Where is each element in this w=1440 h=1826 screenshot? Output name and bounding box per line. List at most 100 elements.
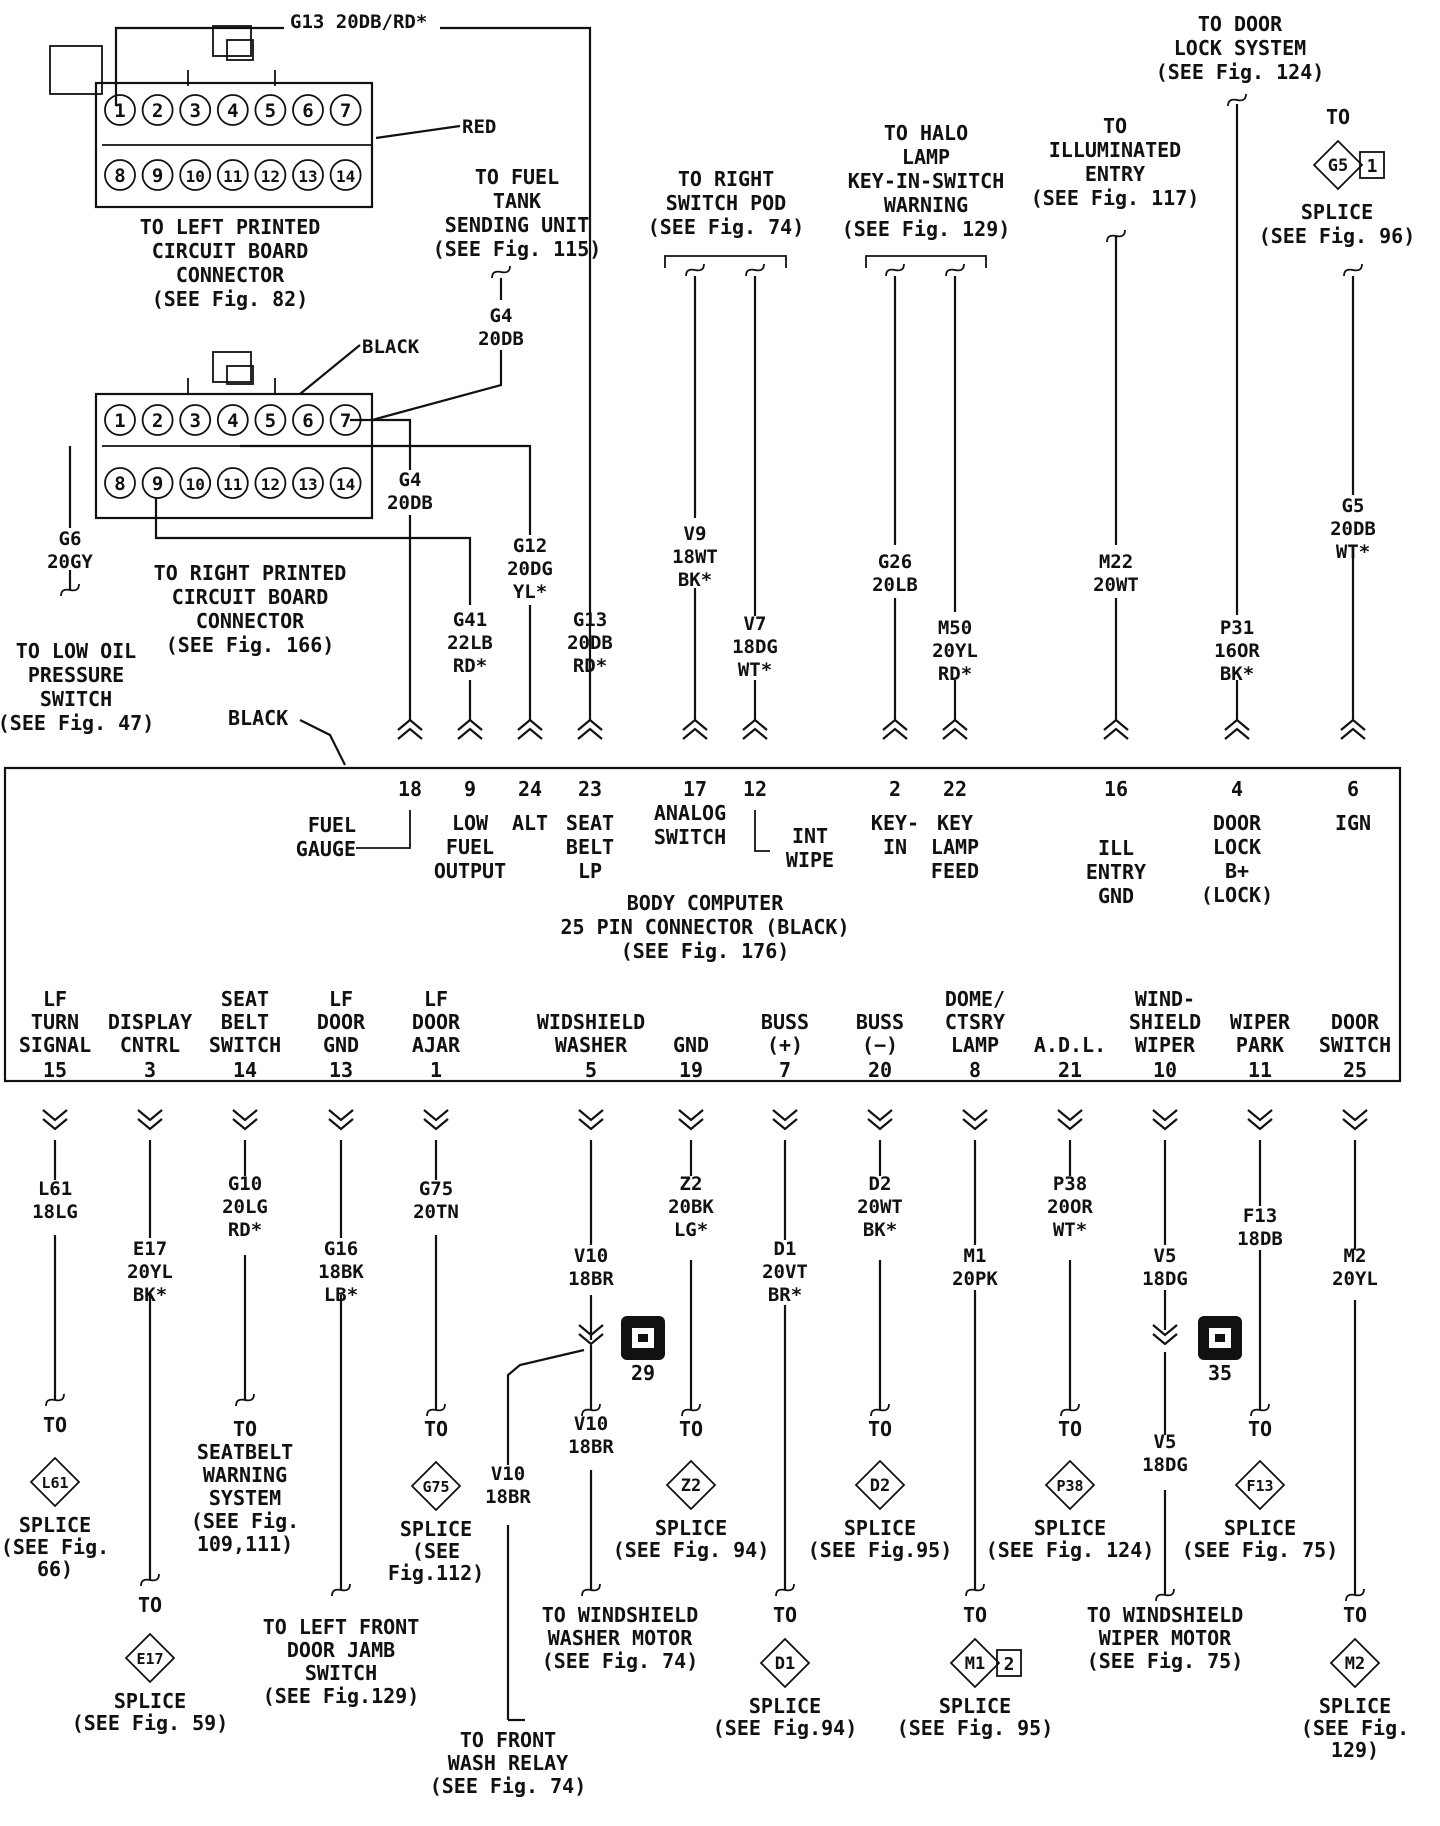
pin-name-25: SWITCH [1319, 1033, 1391, 1057]
bottom-pin-labels: LFTURNSIGNAL15DISPLAYCNTRL3SEATBELTSWITC… [19, 987, 1391, 1082]
red-dest-text: CIRCUIT BOARD [152, 239, 309, 263]
pin-name-9: OUTPUT [434, 859, 506, 883]
callout-doorjamb: DOOR JAMB [287, 1638, 395, 1662]
callout-fuel: SENDING UNIT [445, 213, 590, 237]
wire-label-g12: 20DG [507, 558, 553, 580]
callout-seatbelt: TO [233, 1417, 257, 1441]
pin-name-19: GND [673, 1033, 709, 1057]
wire-label-p38: P38 [1053, 1173, 1087, 1195]
pin-number: 14 [336, 167, 355, 186]
splice-to: TO [773, 1603, 797, 1627]
pin-number: 4 [227, 100, 238, 122]
callout-doorlock: (SEE Fig. 124) [1156, 60, 1325, 84]
splice-text: (SEE Fig.94) [713, 1716, 858, 1740]
pin-number: 2 [152, 410, 163, 432]
callout-washrelay: (SEE Fig. 74) [430, 1774, 587, 1798]
pin-name-16: GND [1098, 884, 1134, 908]
pin-number-12: 12 [743, 777, 767, 801]
splice-tag: E17 [136, 1650, 163, 1668]
wire-label-p31: P31 [1220, 617, 1254, 639]
connector-pin: 4 [216, 94, 249, 126]
pin-number-21: 21 [1058, 1058, 1082, 1082]
connector-pin: 1 [104, 94, 136, 126]
pin-name-5: WIDSHIELD [537, 1010, 645, 1034]
callout-oil: SWITCH [40, 687, 112, 711]
pin-number: 5 [265, 100, 276, 122]
pin-number: 13 [298, 167, 317, 186]
red-label: RED [462, 116, 496, 138]
callout-wipermotor: TO WINDSHIELD [1087, 1603, 1244, 1627]
wire-label-g10: G10 [228, 1173, 262, 1195]
pin-number: 10 [186, 475, 205, 494]
connector-pin: 1 [104, 404, 136, 436]
pin-number: 7 [340, 410, 351, 432]
wire-label-v10c: V10 [491, 1463, 525, 1485]
wire-label-v10b: 18BR [568, 1436, 614, 1458]
pin-name-5: WASHER [555, 1033, 628, 1057]
splice-text: SPLICE [939, 1694, 1011, 1718]
connector-pin: 14 [329, 467, 362, 499]
callout-halo: TO HALO [884, 121, 968, 145]
wire-label-g26: 20LB [872, 574, 918, 596]
top-pin-labels: 18FUELGAUGE9LOWFUELOUTPUT24ALT23SEATBELT… [296, 777, 1371, 908]
pin-number: 3 [189, 100, 200, 122]
wire-label-v10b: V10 [574, 1413, 608, 1435]
splice-text: (SEE Fig. [1301, 1716, 1409, 1740]
wire-label-g16: LB* [324, 1284, 358, 1306]
wire-label-g5: WT* [1336, 541, 1370, 563]
splice-to: TO [1058, 1417, 1082, 1441]
splice-to: TO [963, 1603, 987, 1627]
callout-doorjamb: TO LEFT FRONT [263, 1615, 420, 1639]
pin-number: 8 [114, 165, 125, 187]
wire-label-m22: M22 [1099, 551, 1133, 573]
pin-number-5: 5 [585, 1058, 597, 1082]
splice-text: (SEE Fig. 59) [72, 1711, 229, 1735]
splice-tag: F13 [1246, 1477, 1273, 1495]
wire-label-g75: G75 [419, 1178, 453, 1200]
connector-pin: 12 [254, 467, 287, 499]
wire-label-m50: 20YL [932, 640, 978, 662]
pin-name-2: KEY- [871, 811, 919, 835]
wire-label-z2: Z2 [680, 1173, 703, 1195]
pin-number-7: 7 [779, 1058, 791, 1082]
ground-number: 29 [631, 1361, 655, 1385]
red-dest-text: (SEE Fig. 82) [152, 287, 309, 311]
pin-name-11: PARK [1236, 1033, 1284, 1057]
pin-number: 12 [261, 167, 280, 186]
splice-tag: G5 [1328, 156, 1348, 176]
body-computer-title-line: 25 PIN CONNECTOR (BLACK) [561, 915, 850, 939]
connector-pin: 4 [216, 404, 249, 436]
wire-label-v5a: V5 [1154, 1245, 1177, 1267]
wire-label-d1: 20VT [762, 1261, 808, 1283]
callout-washmotor: TO WINDSHIELD [542, 1603, 699, 1627]
pin-name-1: AJAR [412, 1033, 461, 1057]
pin-number: 9 [152, 165, 163, 187]
callout-illum: TO [1103, 114, 1127, 138]
pin-name-6: IGN [1335, 811, 1371, 835]
pin-name-4: (LOCK) [1201, 883, 1273, 907]
wire-label-v9: BK* [678, 569, 712, 591]
callout-seatbelt: SEATBELT [197, 1440, 293, 1464]
pin-name-7: (+) [767, 1033, 803, 1057]
pin-number: 10 [186, 167, 205, 186]
splice-text: (SEE Fig.95) [808, 1538, 953, 1562]
wires [53, 26, 1357, 1722]
splice-tag: L61 [41, 1474, 68, 1492]
pin-name-23: SEAT [566, 811, 614, 835]
pin-number-1: 1 [430, 1058, 442, 1082]
wire-label-m50: RD* [938, 663, 972, 685]
red-wire-label: G13 20DB/RD* [290, 11, 427, 33]
callout-halo: WARNING [884, 193, 968, 217]
splice-text: 66) [37, 1557, 73, 1581]
splice-text: SPLICE [400, 1517, 472, 1541]
wire-label-m50: M50 [938, 617, 972, 639]
wire-label-g6: G6 [59, 528, 82, 550]
pin-number-6: 6 [1347, 777, 1359, 801]
